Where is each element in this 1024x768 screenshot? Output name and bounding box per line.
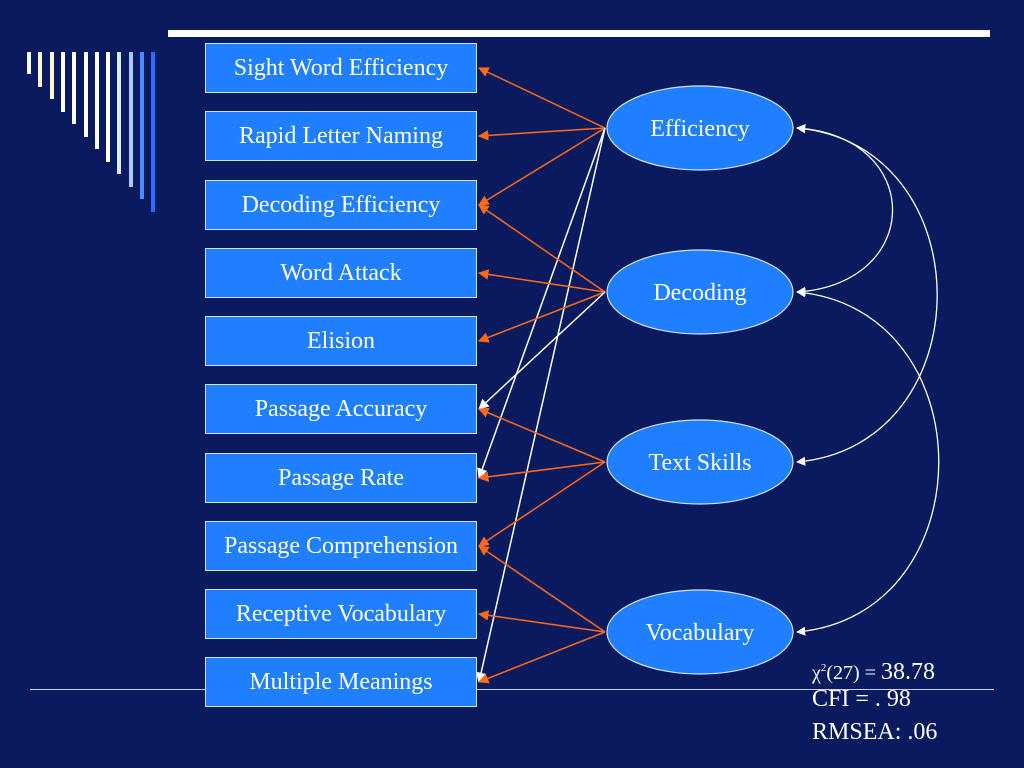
- decorative-stripe: [27, 52, 31, 74]
- factor-oval-vocabulary: [606, 589, 794, 675]
- decorative-stripe: [106, 52, 111, 162]
- factor-label-text_skills: Text Skills: [649, 450, 752, 476]
- loading-arrow-efficiency-dec_eff: [478, 127, 606, 206]
- correlation-arc-efficiency-decoding: [796, 123, 893, 297]
- factor-label-decoding: Decoding: [653, 280, 746, 306]
- factor-label-efficiency: Efficiency: [650, 116, 750, 142]
- loading-arrow-text_skills-pr: [477, 461, 606, 483]
- loading-arrow-text_skills-pc: [478, 461, 606, 547]
- correlation-arc-efficiency-text_skills: [796, 124, 938, 466]
- loading-arrow-efficiency-rln: [477, 127, 606, 141]
- decorative-stripe: [60, 52, 65, 112]
- loading-arrow-decoding-wa: [477, 269, 606, 293]
- decorative-stripe: [117, 52, 122, 174]
- rmsea-stat: RMSEA: .06: [812, 719, 938, 745]
- loading-arrow-decoding-dec_eff: [478, 204, 606, 293]
- factor-text_skills: Text Skills: [606, 419, 794, 505]
- chi-superscript: 2: [820, 662, 827, 674]
- factor-vocabulary: Vocabulary: [606, 589, 794, 675]
- loading-arrow-decoding-pa: [478, 291, 606, 410]
- factor-decoding: Decoding: [606, 249, 794, 335]
- loading-arrow-decoding-eli: [478, 291, 606, 343]
- chi-value: 38.78: [881, 659, 935, 685]
- correlation-arc-decoding-vocabulary: [796, 288, 940, 636]
- cfi-stat: CFI = . 98: [812, 686, 911, 712]
- indicator-box-mm: Multiple Meanings: [205, 657, 477, 707]
- chi-symbol: χ: [812, 662, 821, 684]
- top-rule: [168, 30, 990, 37]
- factor-efficiency: Efficiency: [606, 85, 794, 171]
- indicator-box-swe: Sight Word Efficiency: [205, 43, 477, 93]
- decorative-stripe: [140, 52, 144, 199]
- decorative-stripe: [72, 52, 77, 124]
- decorative-stripe: [94, 52, 99, 149]
- indicator-box-rv: Receptive Vocabulary: [205, 589, 477, 639]
- indicator-box-pa: Passage Accuracy: [205, 384, 477, 434]
- decorative-stripe: [49, 52, 54, 99]
- indicator-box-eli: Elision: [205, 316, 477, 366]
- indicator-box-dec_eff: Decoding Efficiency: [205, 180, 477, 230]
- loading-arrow-vocabulary-pc: [478, 545, 606, 633]
- loading-arrow-efficiency-swe: [478, 67, 606, 129]
- loading-arrow-vocabulary-rv: [477, 610, 606, 633]
- indicator-box-rln: Rapid Letter Naming: [205, 111, 477, 161]
- loading-arrow-efficiency-mm: [475, 127, 606, 684]
- factor-oval-text_skills: [606, 419, 794, 505]
- chi-df: (27) =: [826, 662, 881, 684]
- loading-arrow-efficiency-pr: [477, 127, 606, 479]
- decorative-stripe: [38, 52, 43, 87]
- indicator-box-wa: Word Attack: [205, 248, 477, 298]
- chi-square-stat: χ2(27) = 38.78: [812, 652, 935, 690]
- indicator-box-pc: Passage Comprehension: [205, 521, 477, 571]
- loading-arrow-text_skills-pa: [478, 407, 606, 463]
- bottom-rule: [30, 689, 994, 690]
- factor-label-vocabulary: Vocabulary: [646, 620, 755, 646]
- indicator-box-pr: Passage Rate: [205, 453, 477, 503]
- factor-oval-efficiency: [606, 85, 794, 171]
- loading-arrow-vocabulary-mm: [478, 631, 606, 684]
- decorative-stripe: [83, 52, 88, 137]
- decorative-stripe: [151, 52, 156, 212]
- factor-oval-decoding: [606, 249, 794, 335]
- decorative-stripe: [128, 52, 133, 187]
